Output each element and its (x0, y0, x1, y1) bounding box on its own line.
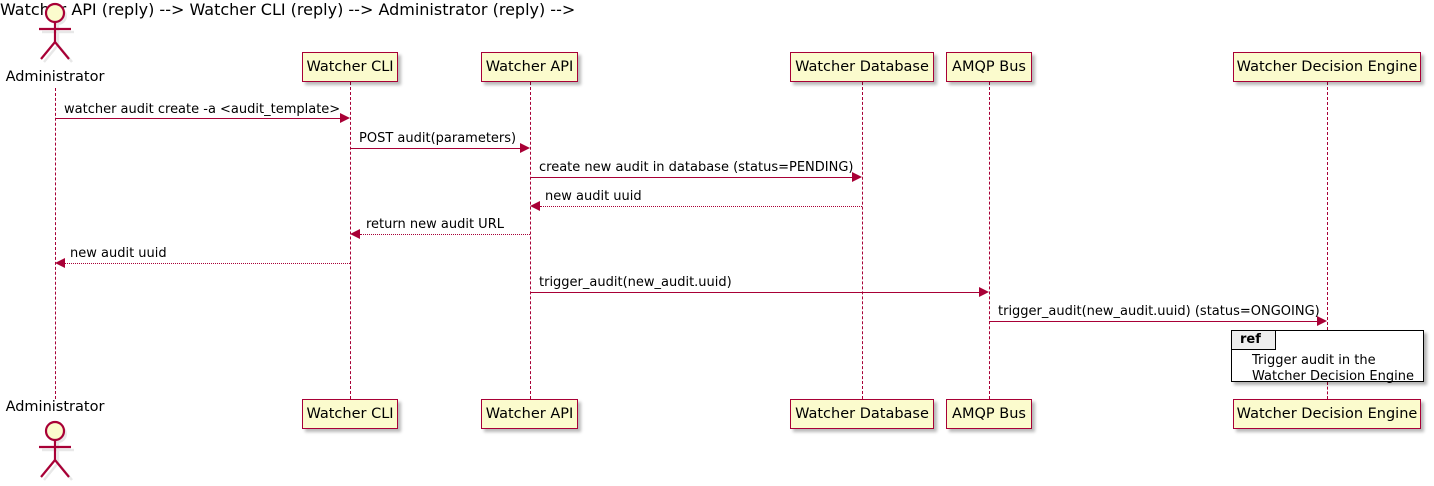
lifeline-watcher-decision-engine-lower (1327, 382, 1328, 399)
message-line-2 (530, 177, 852, 178)
participant-box-watcher-database-top[interactable]: Watcher Database (790, 52, 934, 82)
participant-box-watcher-cli-top[interactable]: Watcher CLI (302, 52, 398, 82)
message-line-7 (989, 321, 1317, 322)
participant-box-amqp-bus-bottom[interactable]: AMQP Bus (946, 399, 1032, 429)
participant-box-watcher-api-bottom[interactable]: Watcher API (481, 399, 578, 429)
message-arrowhead-4 (350, 229, 360, 239)
message-label-2: create new audit in database (status=PEN… (539, 160, 854, 175)
participant-box-watcher-database-bottom[interactable]: Watcher Database (790, 399, 934, 429)
message-label-0: watcher audit create -a <audit_template> (64, 102, 341, 117)
actor-label-administrator-bottom: Administrator (5, 399, 105, 415)
message-label-1: POST audit(parameters) (359, 131, 517, 146)
participant-box-watcher-decision-engine-bottom[interactable]: Watcher Decision Engine (1233, 399, 1421, 429)
message-arrowhead-2 (852, 172, 862, 182)
lifeline-watcher-api (530, 82, 531, 399)
ref-fragment: ref Trigger audit in the Watcher Decisio… (1231, 330, 1424, 384)
message-label-6: trigger_audit(new_audit.uuid) (539, 275, 732, 290)
message-arrowhead-3 (530, 201, 540, 211)
lifeline-amqp-bus (989, 82, 990, 399)
message-line-3 (540, 206, 862, 207)
message-line-1 (350, 148, 520, 149)
message-arrowhead-5 (55, 258, 65, 268)
actor-label-administrator-top: Administrator (5, 69, 105, 85)
message-arrowhead-7 (1317, 316, 1327, 326)
ref-fragment-text: Trigger audit in the Watcher Decision En… (1252, 353, 1414, 384)
participant-box-watcher-decision-engine-top[interactable]: Watcher Decision Engine (1233, 52, 1421, 82)
message-line-4 (360, 234, 530, 235)
message-label-4: return new audit URL (366, 217, 504, 232)
actor-administrator-top-icon (39, 2, 74, 63)
message-arrowhead-0 (340, 113, 350, 123)
message-arrowhead-6 (979, 287, 989, 297)
message-label-7: trigger_audit(new_audit.uuid) (status=ON… (998, 304, 1320, 319)
message-line-6 (530, 292, 979, 293)
message-arrowhead-1 (520, 143, 530, 153)
participant-box-watcher-cli-bottom[interactable]: Watcher CLI (302, 399, 398, 429)
participant-box-watcher-api-top[interactable]: Watcher API (481, 52, 578, 82)
lifeline-watcher-cli (350, 82, 351, 399)
lifeline-watcher-database (862, 82, 863, 399)
message-line-0 (55, 118, 340, 119)
message-line-5 (65, 263, 350, 264)
participant-box-amqp-bus-top[interactable]: AMQP Bus (946, 52, 1032, 82)
message-label-3: new audit uuid (545, 189, 642, 204)
ref-fragment-tag: ref (1232, 331, 1276, 350)
actor-administrator-bottom-icon (39, 420, 74, 481)
message-label-5: new audit uuid (70, 246, 167, 261)
lifeline-administrator (55, 88, 56, 399)
lifeline-watcher-decision-engine (1327, 82, 1328, 330)
